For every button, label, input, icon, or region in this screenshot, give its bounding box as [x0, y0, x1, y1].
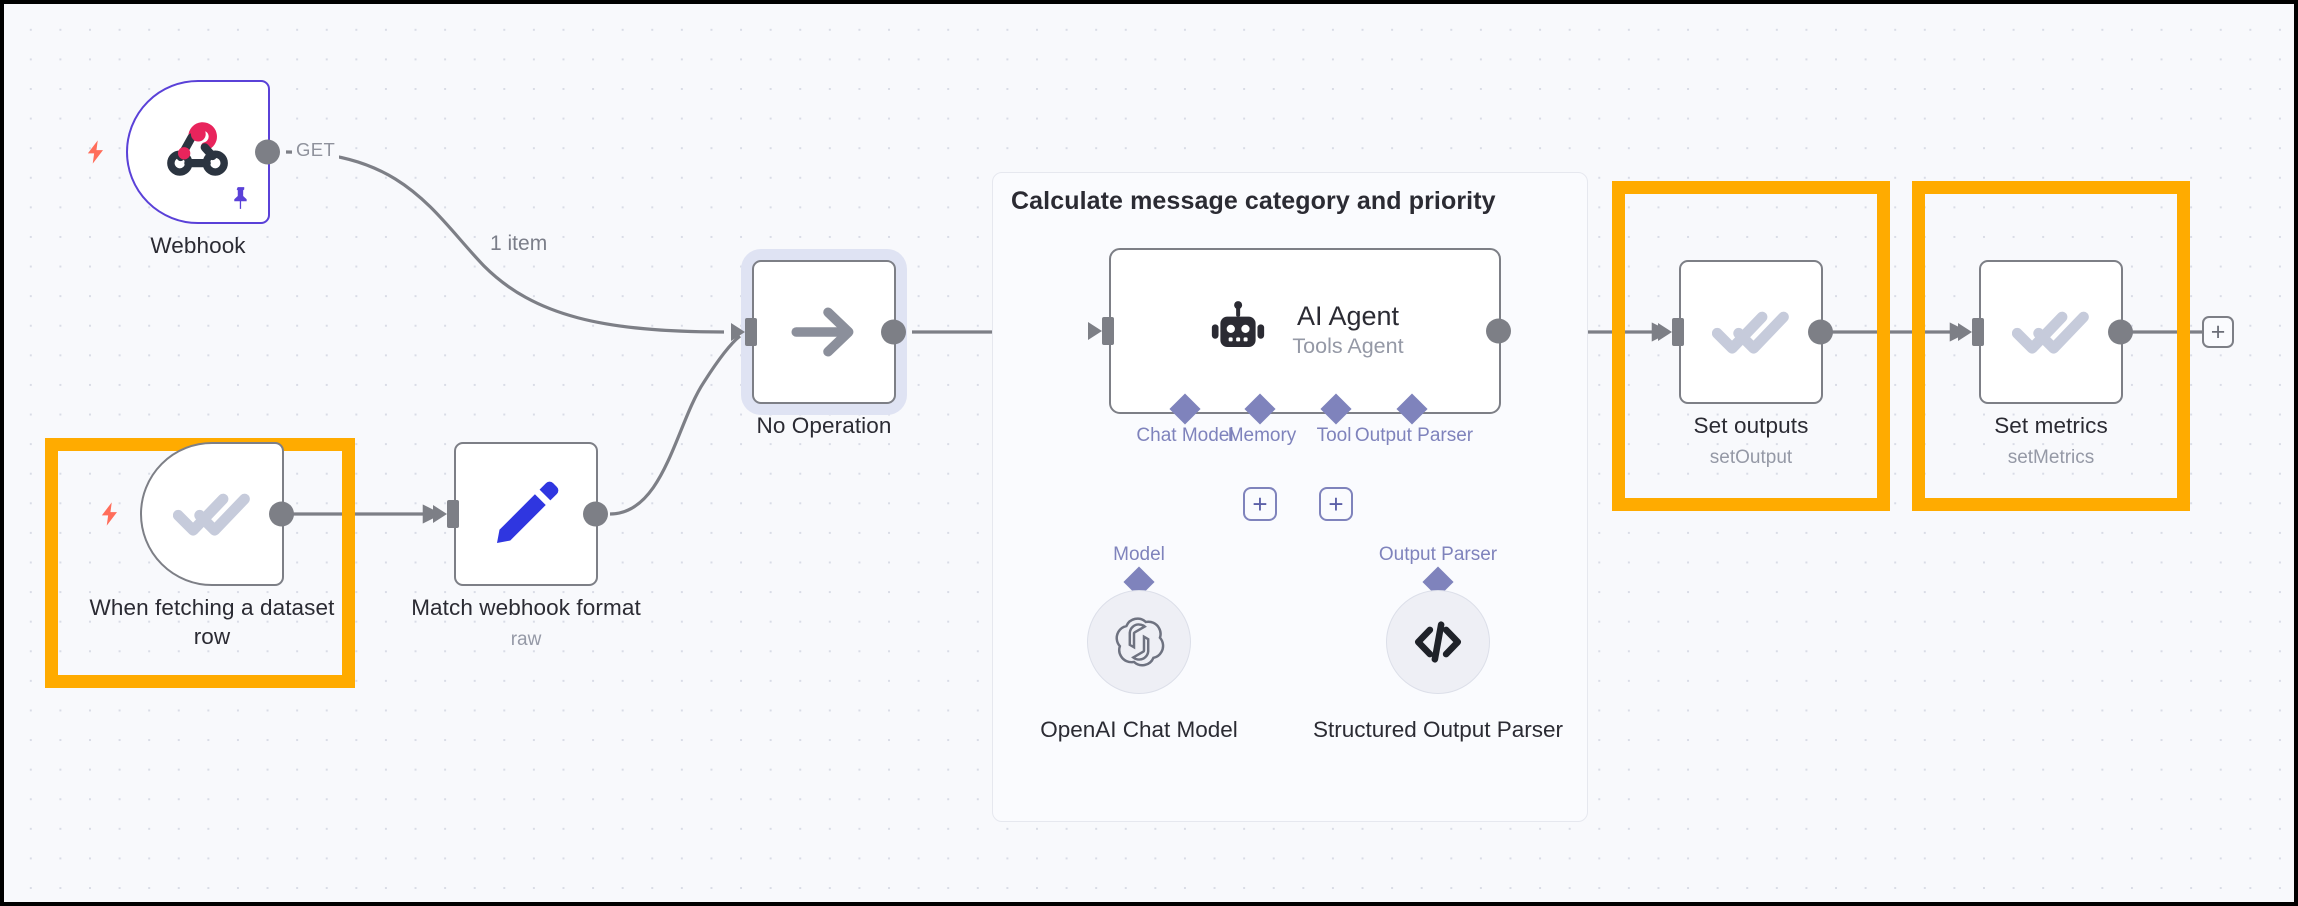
node-webhook[interactable]: Webhook [87, 80, 280, 258]
node-openai-chat-model[interactable] [1087, 590, 1191, 694]
workflow-canvas[interactable]: GET 1 item Webhook [4, 4, 2294, 902]
add-node-button[interactable]: + [2202, 316, 2234, 348]
subnode-port-label-model: Model [1113, 544, 1165, 565]
set-metrics-node-box[interactable] [1972, 260, 2133, 404]
set-outputs-input-port[interactable] [1672, 318, 1684, 346]
match-webhook-output-port[interactable] [583, 501, 608, 527]
match-webhook-node-box[interactable] [447, 442, 608, 586]
dataset-trigger-node-box[interactable] [101, 442, 294, 586]
ai-agent-subtitle: Tools Agent [1292, 334, 1404, 359]
node-label-set-metrics: Set metrics [1994, 413, 2108, 438]
node-sublabel-set-metrics: setMetrics [2007, 447, 2095, 468]
node-match-webhook-format[interactable]: Match webhook format raw [411, 442, 641, 650]
node-set-metrics[interactable]: Set metrics setMetrics [1972, 260, 2133, 468]
node-sublabel-match-webhook: raw [510, 629, 542, 650]
openai-icon [1115, 617, 1165, 667]
code-brackets-icon [1414, 621, 1462, 663]
add-memory-button[interactable]: + [1243, 487, 1277, 521]
node-label-no-operation: No Operation [756, 413, 892, 438]
robot-icon [1212, 301, 1265, 347]
node-sublabel-set-outputs: setOutput [1709, 447, 1793, 468]
webhook-icon [167, 122, 228, 176]
double-check-icon [1712, 311, 1789, 354]
ai-agent-output-port[interactable] [1486, 318, 1511, 344]
edge-label-get: GET [292, 139, 340, 161]
pencil-edit-icon [497, 481, 559, 543]
double-check-icon [173, 493, 250, 536]
dataset-trigger-output-port[interactable] [269, 501, 294, 527]
ai-agent-title: AI Agent [1296, 300, 1400, 331]
webhook-output-port[interactable] [255, 139, 280, 165]
no-operation-input-port[interactable] [745, 318, 757, 346]
node-label-match-webhook: Match webhook format [411, 595, 641, 620]
highlight-box-set-metrics [1912, 181, 2190, 511]
node-label-dataset-trigger: When fetching a dataset row [89, 595, 335, 649]
double-check-icon [2012, 311, 2089, 354]
node-label-structured-output-parser: Structured Output Parser [1312, 717, 1564, 742]
set-outputs-output-port[interactable] [1808, 319, 1833, 345]
node-dataset-trigger[interactable]: When fetching a dataset row [90, 442, 334, 649]
node-label-openai-chat-model: OpenAI Chat Model [1040, 717, 1238, 742]
highlight-box-set-outputs [1612, 181, 1890, 511]
edge-label-items: 1 item [486, 232, 552, 256]
node-label-set-outputs: Set outputs [1693, 413, 1809, 438]
agent-port-label-tool: Tool [1316, 425, 1352, 446]
set-metrics-output-port[interactable] [2108, 319, 2133, 345]
set-outputs-node-box[interactable] [1672, 260, 1833, 404]
node-label-webhook: Webhook [150, 233, 246, 258]
webhook-node-box[interactable] [87, 80, 280, 224]
agent-port-label-memory: Memory [1227, 425, 1297, 446]
no-operation-node-box[interactable] [745, 260, 906, 404]
lightning-bolt-icon [101, 502, 117, 526]
add-tool-button[interactable]: + [1319, 487, 1353, 521]
lightning-bolt-icon [87, 140, 103, 164]
agent-port-label-output-parser: Output Parser [1354, 425, 1474, 446]
node-ai-agent[interactable]: AI Agent Tools Agent [1102, 248, 1511, 414]
ai-agent-input-port[interactable] [1102, 317, 1114, 345]
pin-icon[interactable] [228, 184, 254, 212]
agent-group-title: Calculate message category and priority [1011, 187, 1496, 215]
highlight-box-dataset-trigger [45, 438, 355, 688]
node-no-operation[interactable]: No Operation [741, 249, 907, 438]
no-operation-output-port[interactable] [881, 319, 906, 345]
node-set-outputs[interactable]: Set outputs setOutput [1672, 260, 1833, 468]
agent-port-label-chat-model: Chat Model [1136, 425, 1234, 446]
node-structured-output-parser[interactable] [1386, 590, 1490, 694]
subnode-port-label-output-parser: Output Parser [1378, 544, 1498, 565]
set-metrics-input-port[interactable] [1972, 318, 1984, 346]
arrow-right-icon [791, 307, 854, 357]
match-webhook-input-port[interactable] [447, 500, 459, 528]
